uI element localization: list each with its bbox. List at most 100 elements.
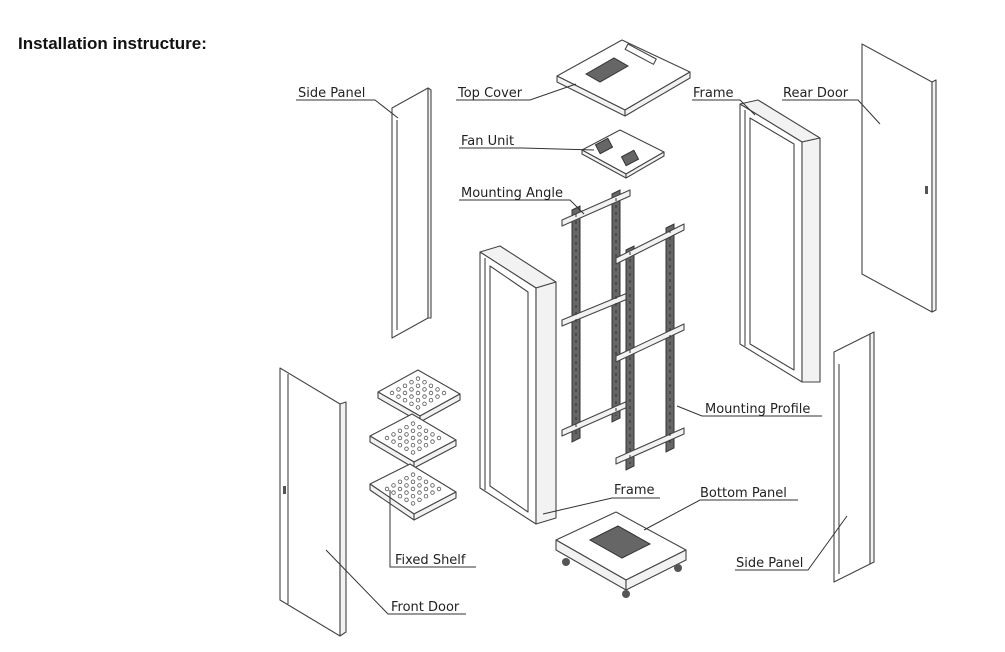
shelf-hole (410, 450, 416, 455)
shelf-hole (391, 439, 396, 444)
shelf-hole (404, 425, 409, 430)
shelf-hole (428, 390, 434, 396)
shelf-hole (430, 432, 435, 437)
shelf-hole (384, 486, 390, 492)
leader-lines (296, 83, 881, 615)
shelf-hole (423, 479, 429, 484)
shelf-hole (410, 501, 416, 506)
shelf-hole (402, 383, 408, 388)
shelf-hole (410, 421, 416, 426)
shelf-hole (430, 483, 435, 488)
shelf-hole (430, 490, 435, 495)
shelf-hole (404, 483, 409, 488)
shelf-hole (396, 394, 401, 399)
shelf-hole (441, 390, 447, 396)
shelf-hole (410, 443, 416, 448)
shelf-hole (409, 387, 414, 392)
mounting-profile-part (615, 223, 685, 471)
shelf-hole (415, 376, 421, 381)
shelf-hole (409, 401, 414, 406)
shelf-hole (430, 439, 435, 444)
shelf-hole (415, 398, 421, 403)
shelf-hole (436, 486, 442, 492)
shelf-hole (410, 472, 416, 477)
side-panel-right-part (833, 331, 875, 583)
shelf-hole (422, 394, 427, 399)
shelf-hole (404, 497, 409, 502)
shelf-hole (428, 383, 434, 388)
shelf-hole (410, 486, 416, 492)
shelf-hole (423, 486, 429, 492)
shelf-hole (423, 443, 429, 448)
shelf-hole (415, 383, 421, 388)
shelf-hole (397, 486, 403, 492)
shelf-hole (397, 428, 403, 433)
shelf-hole (435, 394, 440, 399)
shelf-hole (417, 446, 422, 451)
shelf-hole (417, 490, 422, 495)
label-frame-rear: Frame (693, 86, 734, 101)
label-mounting-profile: Mounting Profile (705, 402, 810, 417)
shelf-hole (391, 483, 396, 488)
shelf-hole (404, 432, 409, 437)
shelf-hole (402, 398, 408, 403)
shelf-hole (391, 432, 396, 437)
shelf-hole (423, 494, 429, 499)
shelf-hole (409, 394, 414, 399)
shelf-hole (404, 476, 409, 481)
shelf-hole (423, 435, 429, 441)
shelf-hole (422, 401, 427, 406)
shelf-hole (410, 479, 416, 484)
shelf-hole (417, 432, 422, 437)
frame-rear-part (739, 99, 821, 383)
shelf-hole (404, 446, 409, 451)
label-fixed-shelf: Fixed Shelf (395, 553, 466, 568)
shelf-hole (397, 479, 403, 484)
shelf-hole (423, 428, 429, 433)
shelf-hole (410, 494, 416, 499)
fan-unit-part (581, 129, 665, 179)
top-cover-part (556, 39, 691, 117)
shelf-hole (397, 494, 403, 499)
side-panel-left-part (391, 87, 432, 339)
shelf-hole (417, 439, 422, 444)
shelf-hole (417, 497, 422, 502)
label-rear-door: Rear Door (783, 86, 849, 101)
bottom-panel-part (555, 511, 687, 598)
shelf-hole (410, 435, 416, 441)
label-side-panel-left: Side Panel (298, 86, 365, 101)
label-fan-unit: Fan Unit (461, 134, 514, 149)
shelf-hole (415, 405, 421, 410)
shelf-hole (428, 398, 434, 403)
mounting-angle-part (561, 189, 631, 443)
shelf-hole (409, 380, 414, 385)
shelf-hole (397, 435, 403, 441)
page-title: Installation instructure: (18, 34, 207, 53)
shelf-hole (417, 483, 422, 488)
shelf-hole (384, 435, 390, 441)
shelf-hole (391, 490, 396, 495)
label-frame-front: Frame (614, 483, 655, 498)
shelf-hole (396, 387, 401, 392)
shelf-hole (410, 428, 416, 433)
shelf-hole (435, 387, 440, 392)
frame-front-part (479, 245, 557, 525)
shelf-hole (402, 390, 408, 396)
shelf-hole (415, 390, 421, 396)
label-mounting-angle: Mounting Angle (461, 186, 563, 201)
rear-door-part (861, 43, 937, 313)
shelf-hole (404, 490, 409, 495)
shelf-hole (417, 476, 422, 481)
shelf-hole (417, 425, 422, 430)
shelf-hole (422, 380, 427, 385)
shelf-hole (397, 443, 403, 448)
label-front-door: Front Door (391, 600, 460, 615)
shelf-hole (436, 435, 442, 441)
label-top-cover: Top Cover (457, 86, 523, 101)
label-side-panel-right: Side Panel (736, 556, 803, 571)
label-bottom-panel: Bottom Panel (700, 486, 787, 501)
shelf-hole (422, 387, 427, 392)
shelf-hole (389, 390, 395, 396)
front-door-part (279, 367, 347, 637)
